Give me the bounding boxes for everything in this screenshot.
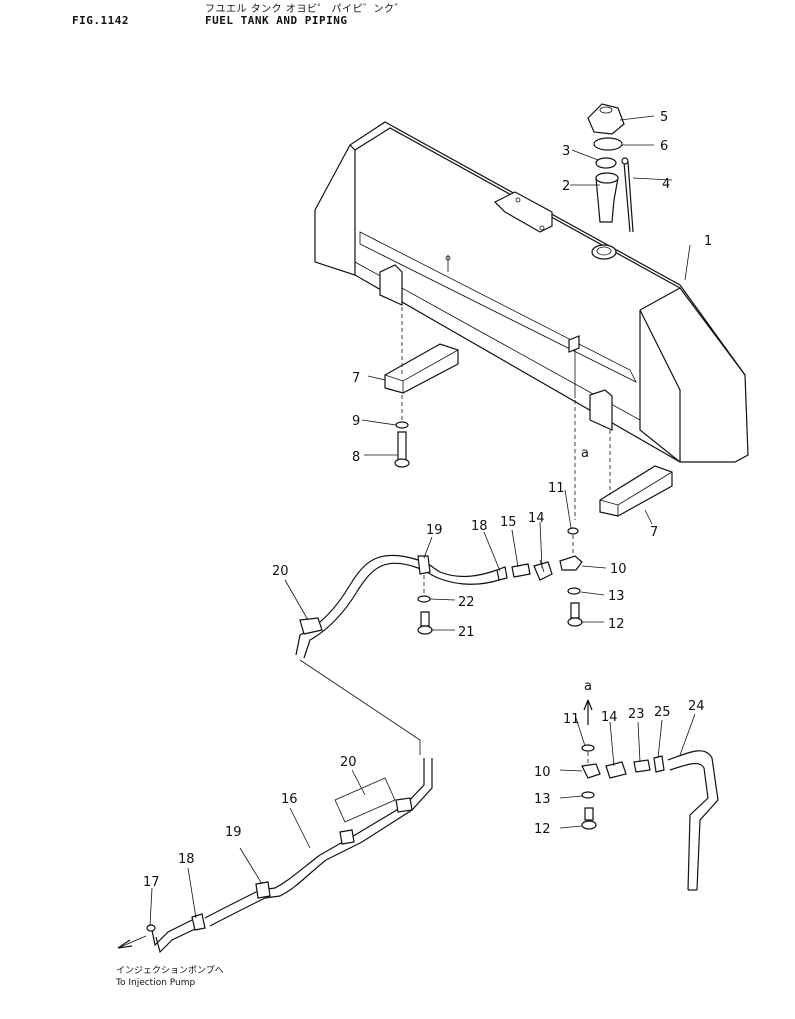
connector-23 [633,759,651,773]
label-part-1: 1 [704,234,712,249]
seal-ring [595,157,617,169]
label-part-20b: 20 [340,755,357,770]
label-part-25: 25 [654,705,671,720]
label-part-18b: 18 [178,852,195,867]
bolt-12a [567,602,583,627]
fuel-cap [587,103,625,135]
pipe-17 [146,924,156,932]
leader-lines [149,115,696,927]
support-bracket-right [599,465,673,517]
elbow-14a [533,561,553,581]
label-part-4: 4 [662,177,670,192]
fuel-gauge-stick [621,157,634,233]
elbow-14b [605,761,627,779]
label-part-5: 5 [660,110,668,125]
label-part-20a: 20 [272,564,289,579]
bolt-21 [417,611,433,635]
label-part-14b: 14 [601,710,618,725]
clip-19b [255,881,271,899]
label-part-11b: 11 [563,712,580,727]
washer-9 [395,421,409,429]
label-part-7b: 7 [650,525,658,540]
clamp-25 [653,755,665,773]
label-part-13a: 13 [608,589,625,604]
label-part-13b: 13 [534,792,551,807]
hose-clamp-20b [395,797,413,813]
fuel-strainer [595,172,619,223]
note-injection-pump-kana: インジェクションポンプへ [116,965,224,976]
banjo-10a [559,555,583,571]
label-part-10a: 10 [610,562,627,577]
washer-11b [581,744,595,752]
label-part-16: 16 [281,792,298,807]
hose-clamp-20c [339,829,355,845]
support-bracket-left [384,343,459,394]
note-injection-pump: To Injection Pump [115,978,196,988]
label-part-19b: 19 [225,825,242,840]
washer-11a [567,527,579,535]
label-part-6: 6 [660,139,668,154]
figure-number: FIG.1142 [72,14,129,27]
washer-13b [581,791,595,799]
label-part-24: 24 [688,699,705,714]
hose-24 [667,750,719,891]
clip-19a [417,555,431,575]
banjo-10b [581,763,601,779]
label-part-21: 21 [458,625,475,640]
label-part-15: 15 [500,515,517,530]
label-part-17: 17 [143,875,160,890]
label-part-2: 2 [562,179,570,194]
clamp-18b [191,913,206,931]
hose-clamp-20a [299,617,323,635]
bolt-12b [581,807,597,830]
label-part-19a: 19 [426,523,443,538]
title-katakana: フユエル タンク オヨビ゜ パイピ゛ンク゛ [205,4,406,15]
label-part-12b: 12 [534,822,551,837]
label-part-18a: 18 [471,519,488,534]
connector-15 [511,563,531,578]
label-part-14a: 14 [528,511,545,526]
clamp-18a [496,566,508,581]
washer-13a [567,587,581,595]
label-part-9: 9 [352,414,360,429]
label-part-8: 8 [352,450,360,465]
label-a-lower: a [584,679,592,694]
cap-gasket [593,137,623,151]
label-part-11a: 11 [548,481,565,496]
label-part-3: 3 [562,144,570,159]
bolt-8 [394,431,410,468]
figure-title: FUEL TANK AND PIPING [205,14,348,27]
label-part-7a: 7 [352,371,360,386]
label-part-10b: 10 [534,765,551,780]
washer-22 [417,595,431,603]
fuel-tank [314,121,749,463]
label-part-12a: 12 [608,617,625,632]
label-part-23: 23 [628,707,645,722]
label-a-upper: a [581,446,589,461]
label-part-22: 22 [458,595,475,610]
